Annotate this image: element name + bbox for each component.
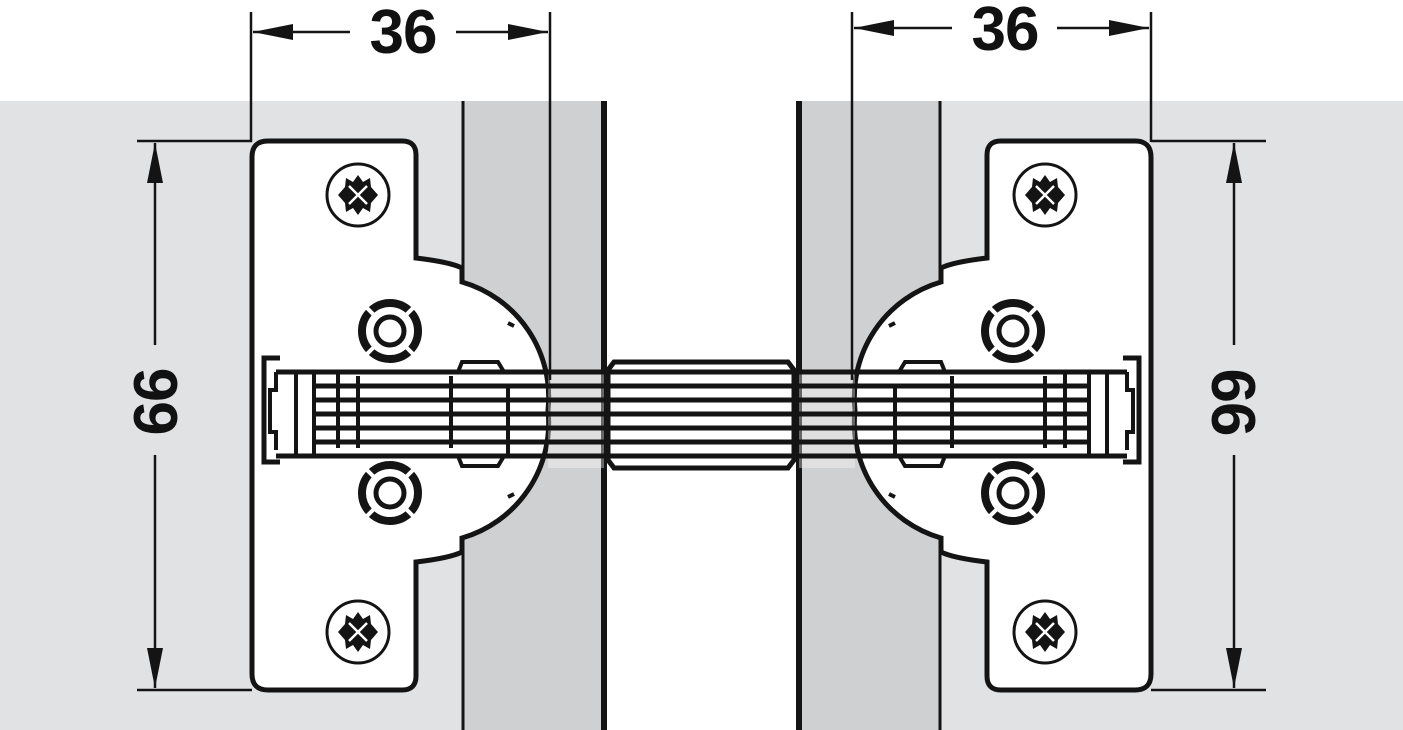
dimension-label-left-height: 66 — [122, 368, 191, 436]
screw-icon — [325, 599, 391, 665]
dimension-label-right-width: 36 — [971, 0, 1040, 64]
screw-icon — [1012, 599, 1078, 665]
dimension-width-left — [249, 12, 552, 380]
hinge-link-arm — [261, 355, 1142, 471]
cam-screw-icon — [362, 465, 418, 521]
cam-screw-icon — [362, 303, 418, 359]
dimension-height-right — [1151, 139, 1266, 692]
dimension-width-right — [850, 12, 1153, 380]
dimension-label-right-height: 66 — [1198, 368, 1267, 436]
cam-screw-icon — [985, 303, 1041, 359]
dimension-height-left — [137, 139, 252, 692]
screw-icon — [325, 162, 391, 228]
cam-screw-icon — [985, 465, 1041, 521]
dimension-label-left-width: 36 — [369, 0, 438, 67]
screw-icon — [1012, 162, 1078, 228]
